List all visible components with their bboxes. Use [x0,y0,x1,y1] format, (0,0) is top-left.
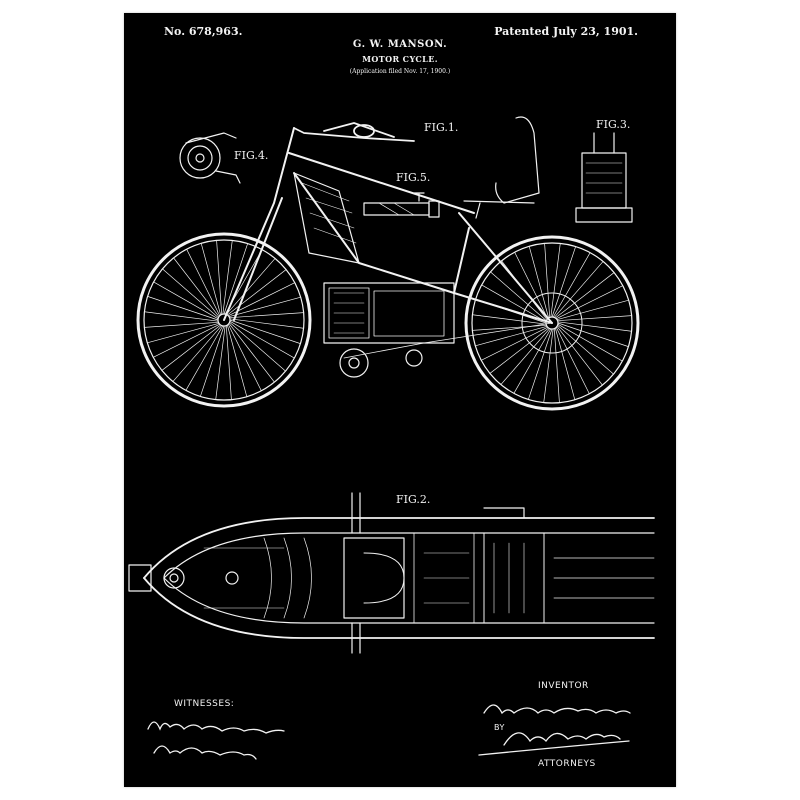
wheel-spoke [554,327,576,401]
wheel-spoke [557,315,633,322]
wheel-spoke [152,323,221,358]
fig5-detail [363,192,440,218]
wheel-spoke [489,327,550,374]
wheel-spoke [513,328,552,394]
wheel-spoke [552,252,591,318]
wheel-spoke [544,242,551,318]
wheel-spoke [557,321,632,332]
wheel-spoke [162,268,219,319]
front-wheel [136,232,312,408]
wheel-spoke [215,325,226,400]
wheel-spoke [500,328,551,385]
fig3-label: FIG.3. [596,118,630,131]
wheel-spoke [225,258,276,315]
wheel-spoke [185,325,224,391]
wheel-spoke [553,261,604,318]
application-date: (Application filed Nov. 17, 1900.) [349,68,451,75]
witness-signature-1 [147,721,285,734]
wheel-spoke [528,245,550,319]
wheel-spoke [556,325,603,386]
rear-wheel [464,235,640,411]
wheel-spoke [225,325,232,401]
wheel-spoke [229,320,295,359]
wheel-spoke [161,324,222,371]
wheel-spoke [556,299,630,321]
wheel-spoke [480,326,549,361]
wheel-spoke [228,322,275,383]
wheel-spoke [557,323,623,362]
wheel-spoke [186,248,221,317]
fig2-label: FIG.2. [396,493,430,506]
patent-poster: No. 678,963. Patented July 23, 1901. G. … [124,13,676,787]
wheel-spoke [223,243,248,315]
fig2-plan-view [128,492,655,654]
motor [323,282,553,378]
wheel-spoke [227,282,296,317]
patent-title: MOTOR CYCLE. [362,54,438,64]
wheel-spoke [557,322,629,347]
fuel-tank [293,172,360,264]
wheel-spoke [227,323,262,392]
wheel-spoke [226,324,248,398]
wheel-spoke [543,328,554,403]
wheel-spoke [228,296,302,318]
wheel-spoke [200,242,222,316]
witness-signature-2 [153,745,257,760]
inventor-name: G. W. MANSON. [352,39,448,50]
wheel-spoke [553,328,560,404]
patent-date: Patented July 23, 1901. [494,25,638,38]
fig5-label: FIG.5. [396,171,430,184]
wheel-spoke [514,251,549,320]
wheel-spoke [229,312,305,319]
wheel-spoke [144,311,219,322]
witnesses-label: WITNESSES: [174,699,235,709]
wheel-spoke [490,271,547,322]
wheel-spoke [226,269,287,316]
wheel-spoke [551,246,576,318]
handlebar [293,122,415,142]
wheel-spoke [146,322,220,344]
wheel-spoke [147,296,219,321]
fig1-side-view [136,116,640,411]
wheel-spoke [216,239,223,315]
wheel-spoke [554,272,615,319]
attorneys-signature [478,732,630,756]
inventor-signature [483,704,631,715]
by-label: BY [494,723,505,732]
wheel-spoke [229,321,286,372]
wheel-spoke [550,243,561,318]
wheel-spoke [143,321,219,328]
wheel-spoke [153,281,219,320]
wheel-spoke [200,325,225,397]
wheel-spoke [528,328,553,400]
fig4-detail [179,132,241,184]
wheel-spoke [222,240,233,315]
fig3-detail [575,132,633,223]
wheel-spoke [557,324,614,375]
wheel-spoke [173,257,220,318]
attorneys-label: ATTORNEYS [538,759,596,769]
wheel-spoke [481,284,547,323]
fig4-label: FIG.4. [234,149,268,162]
wheel-spoke [472,314,547,325]
wheel-spoke [229,319,301,344]
wheel-spoke [229,318,304,329]
fig1-label: FIG.1. [424,121,458,134]
wheel-spoke [555,285,624,320]
wheel-spoke [474,325,548,347]
patent-number: No. 678,963. [164,25,243,38]
wheel-spoke [172,325,223,382]
seat [463,116,540,219]
patent-drawing: FIG.1. FIG.2. FIG.3. FIG.4. FIG.5. [128,116,655,760]
inventor-label: INVENTOR [538,681,589,691]
wheel-spoke [555,326,590,395]
